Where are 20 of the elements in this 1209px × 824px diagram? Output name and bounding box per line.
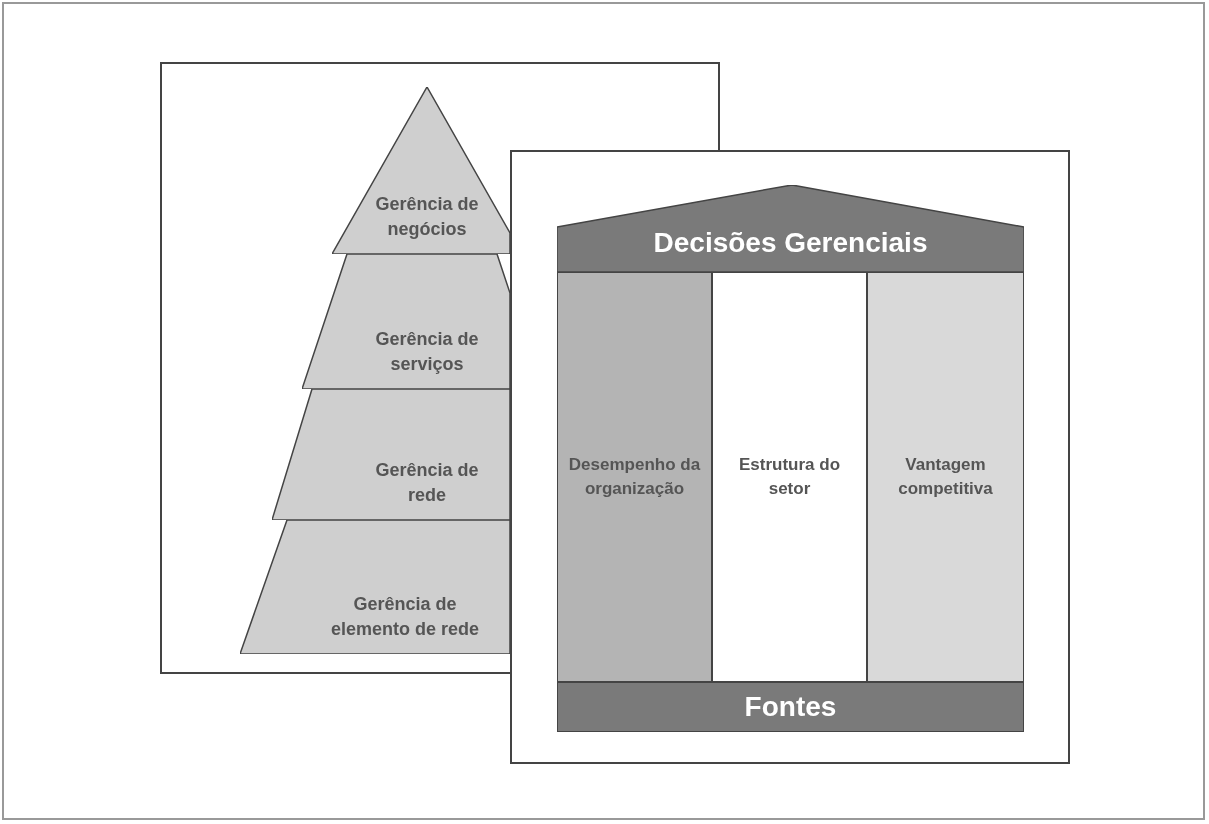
tier-label: Gerência de negócios [374,192,480,241]
band-label: Fontes [744,690,837,725]
pyramid-tier [272,389,510,520]
pyramid-tier [302,254,510,389]
pillar [712,272,867,682]
pillar-label: Vantagem competitiva [897,454,994,500]
pillar-label: Desempenho da organização [567,454,702,500]
pillar-label: Estrutura do setor [737,454,842,500]
tier-label: Gerência de serviços [374,327,480,376]
base-band [557,682,1024,732]
panel-frame [510,150,1070,764]
pyramid-tier [332,87,510,254]
pillar [867,272,1024,682]
roof-band [557,185,1024,272]
tier-label: Gerência de elemento de rede [329,592,481,641]
band-label: Decisões Gerenciais [653,225,928,260]
panel-frame [160,62,510,674]
pyramid-tier [240,520,510,654]
pillar [557,272,712,682]
tier-label: Gerência de rede [374,458,480,507]
